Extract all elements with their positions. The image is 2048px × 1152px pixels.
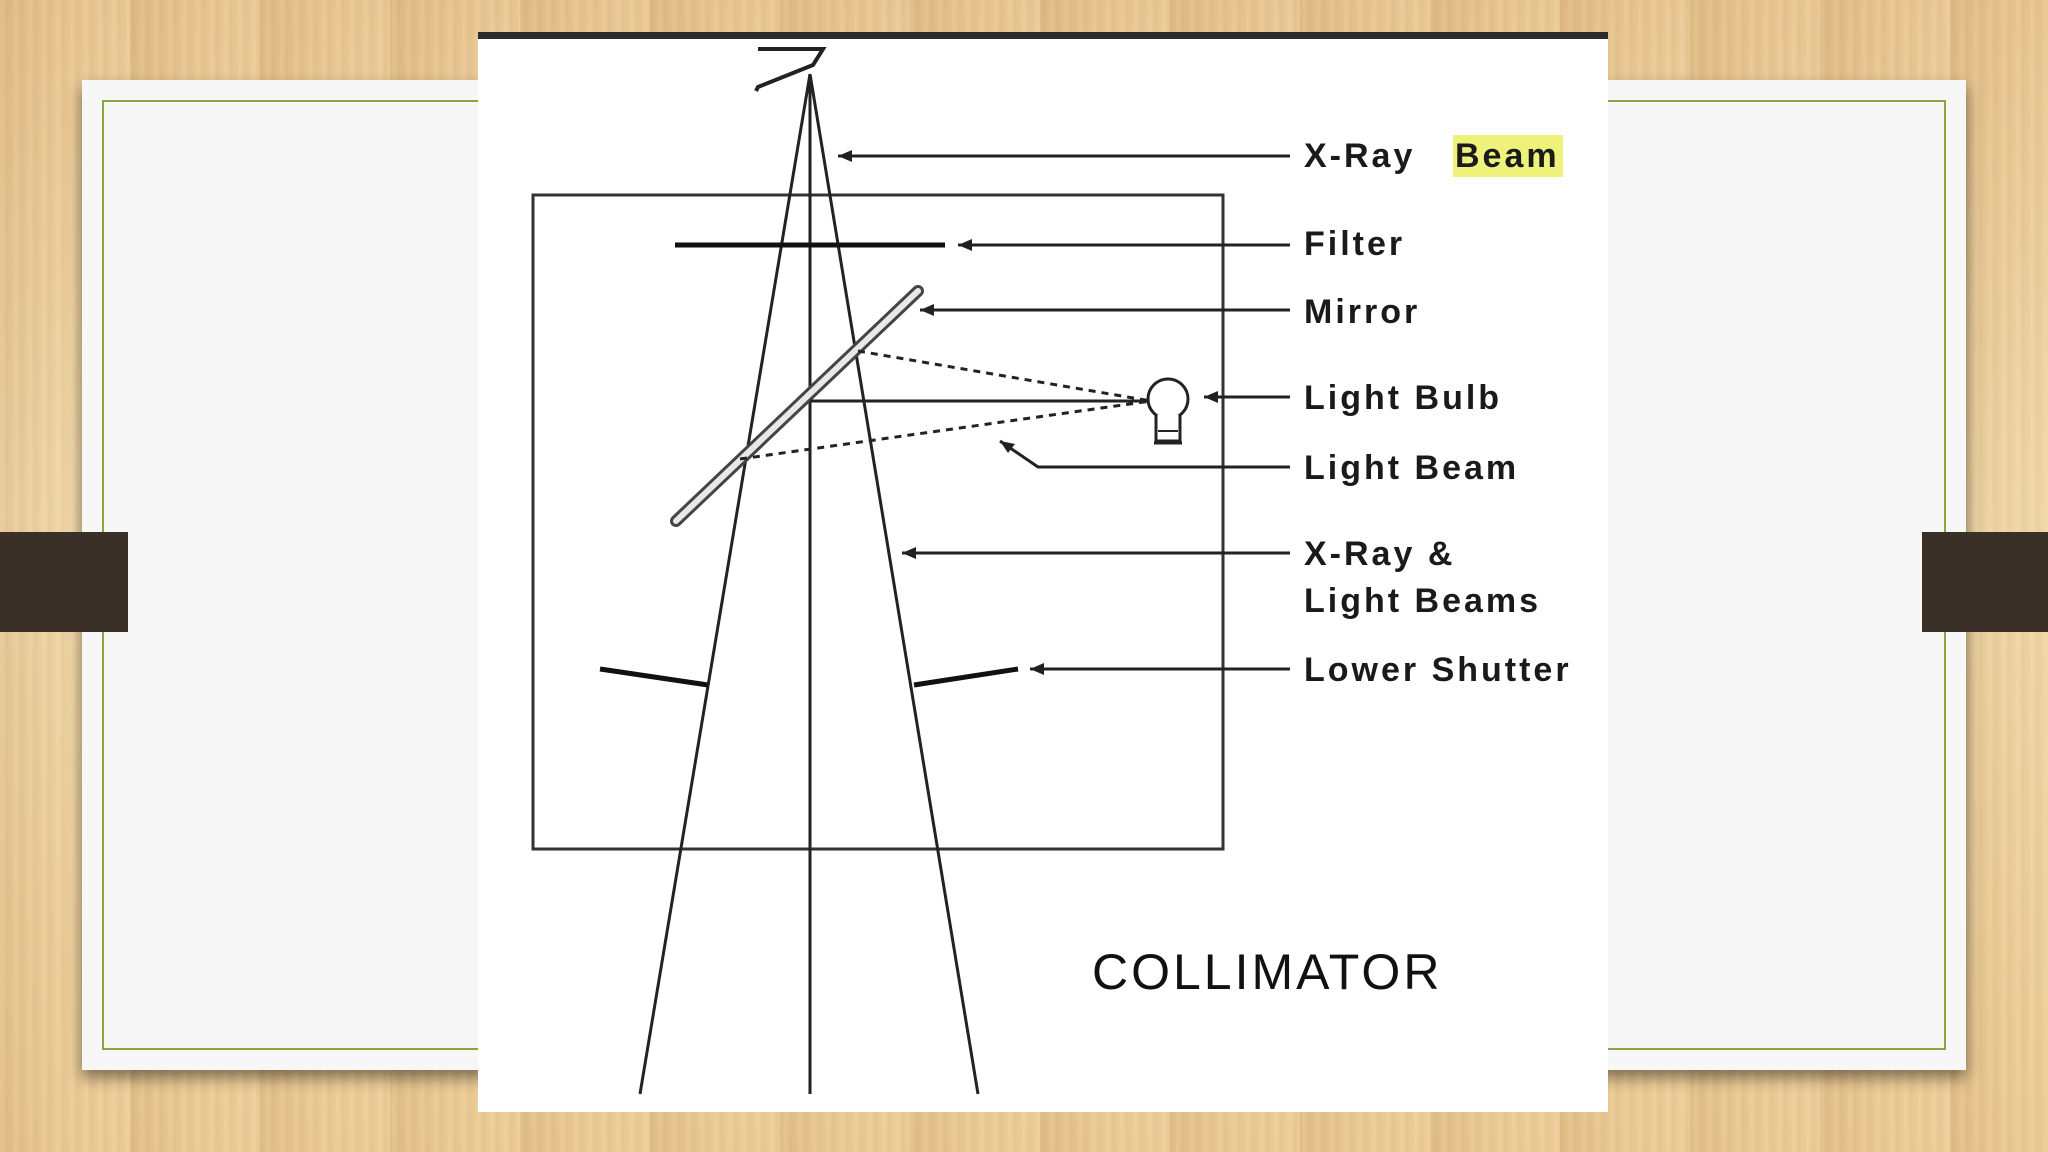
label-light-beams: Light Beams xyxy=(1304,582,1541,620)
mirror-inner xyxy=(673,288,921,524)
label-beam-highlighted: Beam xyxy=(1455,137,1560,175)
label-xray: X-Ray xyxy=(1304,137,1415,175)
left-side-tab xyxy=(0,532,128,632)
xray-beam-left-edge xyxy=(638,73,812,1095)
collimator-diagram-frame: X-Ray Beam Filter Mirror Light Bulb Ligh… xyxy=(478,32,1608,1112)
diagram-title: COLLIMATOR xyxy=(1092,944,1442,1000)
label-mirror: Mirror xyxy=(1304,293,1420,331)
label-filter: Filter xyxy=(1304,225,1405,263)
lower-shutter-left xyxy=(599,666,709,688)
label-xray-and: X-Ray & xyxy=(1304,535,1455,573)
label-light-bulb: Light Bulb xyxy=(1304,379,1502,417)
xray-source xyxy=(754,47,827,92)
light-beam-upper xyxy=(857,349,1152,403)
leader-lines xyxy=(838,150,1290,675)
collimator-diagram: X-Ray Beam Filter Mirror Light Bulb Ligh… xyxy=(531,47,1572,1095)
label-light-beam: Light Beam xyxy=(1304,449,1519,487)
xray-beam-right-edge xyxy=(808,73,980,1095)
light-beam-lower xyxy=(739,399,1152,461)
lower-shutter-right xyxy=(913,666,1019,688)
beam-highlight xyxy=(1453,135,1563,177)
label-lower-shutter: Lower Shutter xyxy=(1304,651,1572,689)
collimator-housing xyxy=(531,193,1225,851)
right-side-tab xyxy=(1922,532,2048,632)
light-bulb-icon xyxy=(1146,377,1190,445)
